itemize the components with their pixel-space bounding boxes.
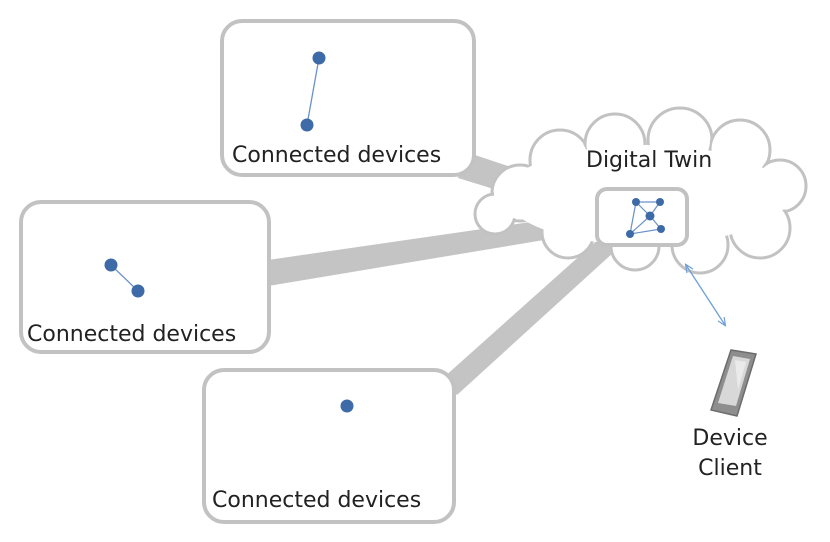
- top-group-devices: [300, 51, 326, 132]
- device-group-box-top: [220, 19, 476, 177]
- device-node-icon: [104, 258, 118, 272]
- device-group-label-top: Connected devices: [232, 143, 442, 168]
- bidirectional-arrow-icon: [686, 265, 725, 325]
- device-client-label-line1: Device: [692, 426, 768, 451]
- cloud-shape: [473, 106, 808, 275]
- device-group-label-middle: Connected devices: [27, 322, 237, 347]
- device-client-label: Device Client: [660, 424, 800, 484]
- device-node-icon: [131, 284, 145, 298]
- device-group-label-bottom: Connected devices: [212, 488, 422, 513]
- device-client-label-line2: Client: [698, 456, 762, 481]
- digital-twin-box: [595, 187, 689, 247]
- device-node-icon: [312, 51, 326, 65]
- device-group-box-bottom: [202, 368, 456, 524]
- device-node-icon: [340, 399, 354, 413]
- device-node-icon: [300, 118, 314, 132]
- digital-twin-label: Digital Twin: [586, 148, 713, 173]
- connector-bottom-group: [443, 235, 614, 395]
- twin-graph-icon: [626, 198, 665, 238]
- device-group-box-middle: [19, 200, 271, 354]
- connector-middle-group: [240, 212, 604, 290]
- middle-group-devices: [104, 258, 145, 298]
- phone-icon: [710, 349, 757, 417]
